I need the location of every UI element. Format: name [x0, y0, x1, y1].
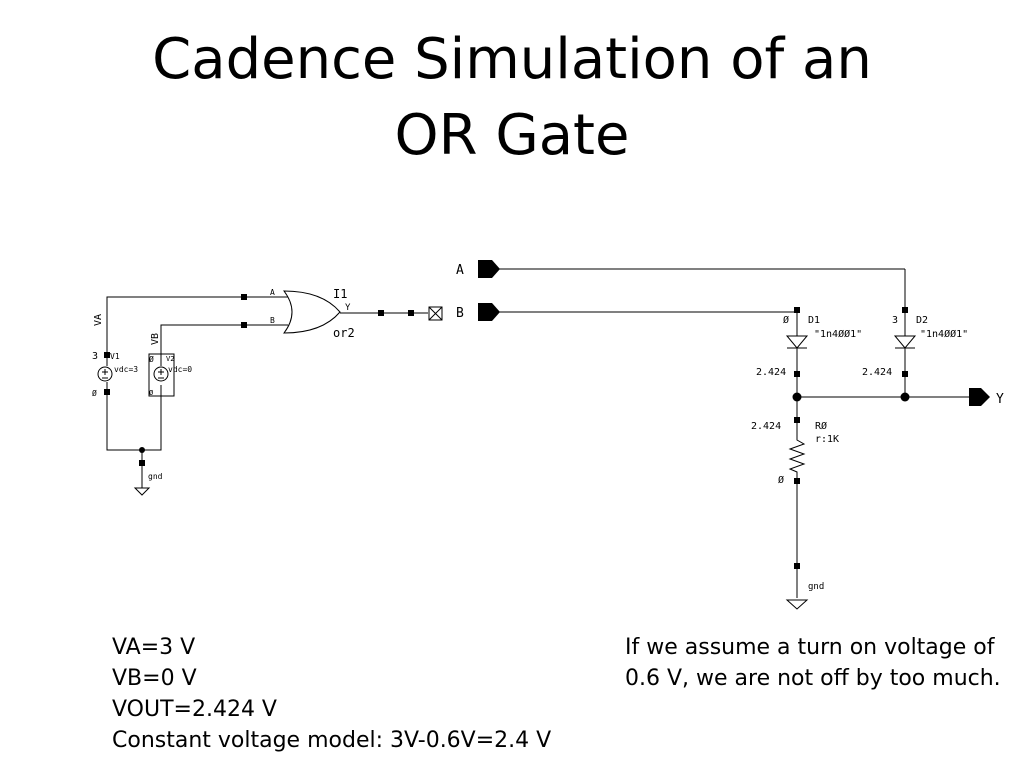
note-vb: VB=0 V [112, 666, 197, 691]
diode-d1-node-in: Ø [783, 314, 789, 326]
resistor-node-bottom: Ø [778, 474, 784, 486]
source-b-name: VB [150, 333, 161, 345]
resistor-name: RØ [815, 420, 827, 432]
pin-a-label: A [456, 263, 464, 278]
source-a-symbol [97, 366, 113, 382]
slide-title: Cadence Simulation of an OR Gate [0, 22, 1024, 174]
note-vout: VOUT=2.424 V [112, 697, 277, 722]
diode-d2-symbol [893, 335, 917, 349]
resistor-symbol [788, 436, 806, 598]
diode-d2-name: D2 [916, 315, 928, 326]
source-a-param: vdc=3 [114, 365, 138, 374]
diode-d1-name: D1 [808, 315, 820, 326]
pin-b-label: B [456, 306, 464, 321]
resistor-node-top: 2.424 [751, 421, 781, 432]
ground-right-label: gnd [808, 582, 824, 592]
pin-y-label: Y [996, 392, 1004, 407]
diode-d1-model: "1n4ØØ1" [814, 328, 862, 340]
source-b-top-node: Ø [149, 354, 154, 364]
ground-right-symbol [785, 599, 809, 610]
turn-on-voltage-note: If we assume a turn on voltage of 0.6 V,… [625, 635, 1001, 691]
gate-pin-y-label: Y [345, 303, 351, 313]
resistor-value: r:1K [815, 434, 839, 445]
gate-inst-label: I1 [333, 287, 347, 301]
note-va: VA=3 V [112, 635, 196, 660]
source-a-top-node: 3 [92, 351, 98, 362]
diode-d1-symbol [785, 335, 809, 349]
diode-d2-node-in: 3 [892, 315, 898, 326]
source-a-inst: V1 [110, 352, 120, 361]
gate-pin-a-label: A [270, 288, 275, 297]
source-b-inst: V2 [166, 355, 174, 363]
gate-cell-label: or2 [333, 326, 355, 340]
gate-pin-b-label: B [270, 316, 275, 325]
source-b-symbol [153, 366, 169, 382]
diode-d2-model: "1n4ØØ1" [920, 328, 968, 340]
or-gate-symbol [282, 290, 341, 334]
source-wires [106, 296, 244, 488]
source-a-name: VA [93, 314, 104, 326]
source-b-param: vdc=0 [168, 365, 192, 374]
source-a-bottom-node: Ø [92, 388, 97, 398]
diode-d1-node-out: 2.424 [756, 367, 786, 378]
results-notes: VA=3 V VB=0 V VOUT=2.424 V Constant volt… [112, 632, 622, 756]
ground-left-symbol [133, 487, 151, 496]
title-line-2: OR Gate [394, 103, 630, 168]
diode-d2-node-out: 2.424 [862, 367, 892, 378]
pin-b-port [428, 306, 443, 321]
ground-left-label: gnd [148, 472, 163, 481]
title-line-1: Cadence Simulation of an [152, 27, 872, 92]
note-constant-voltage-model: Constant voltage model: 3V-0.6V=2.4 V [112, 728, 552, 753]
pin-a-port [478, 260, 500, 278]
pin-b-port-arrow [478, 303, 500, 321]
source-b-bottom-node: Ø [149, 389, 154, 397]
pin-y-port [969, 388, 990, 406]
